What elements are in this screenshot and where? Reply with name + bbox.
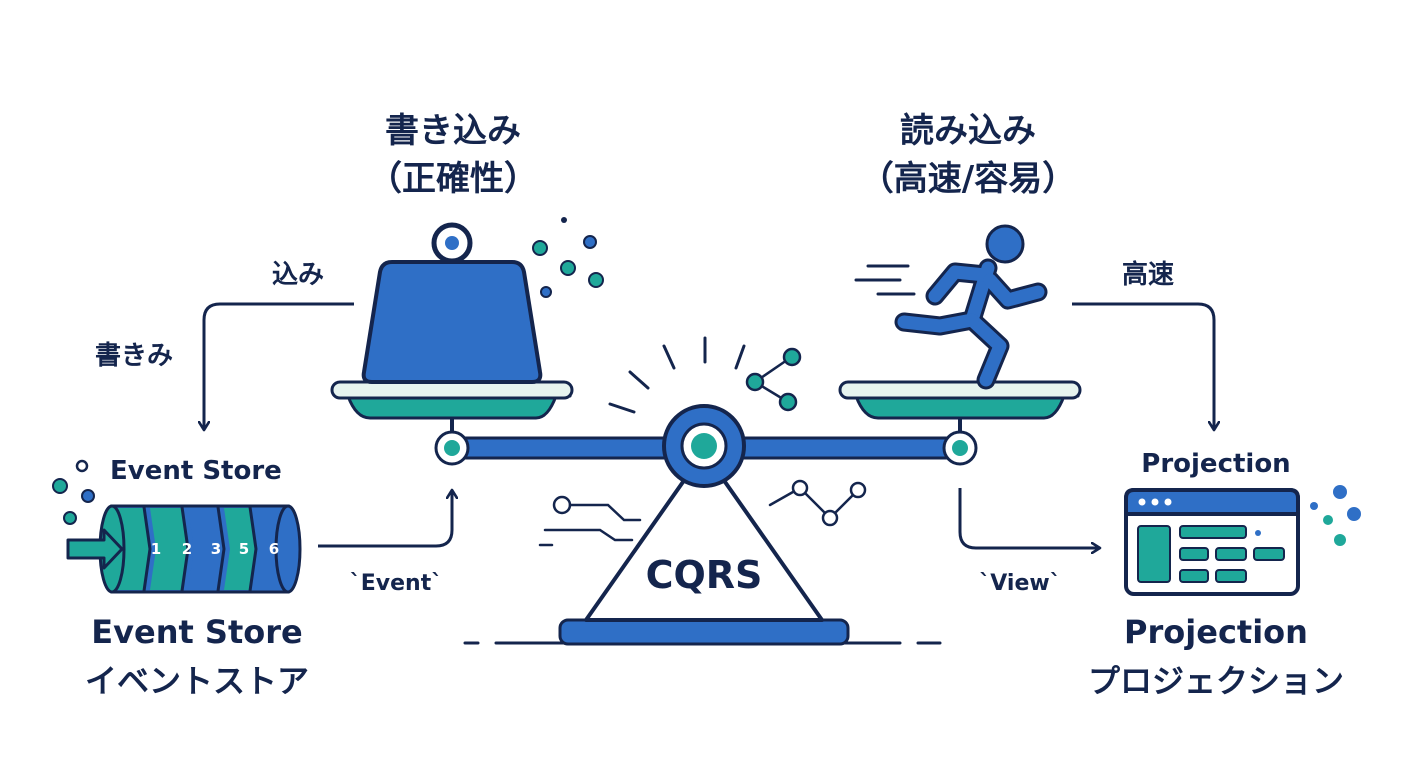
balance-burst-icon xyxy=(608,336,746,414)
event-store-dots xyxy=(52,459,95,525)
event-number-4: 5 xyxy=(239,540,249,558)
event-store-name-ja: イベントストア xyxy=(85,662,309,700)
speed-lines xyxy=(854,264,916,296)
event-store-heading: Event Store xyxy=(110,456,282,486)
runner-icon xyxy=(894,224,1048,390)
share-icon xyxy=(745,347,802,412)
write-label-top: 込み xyxy=(272,260,324,290)
beam-joint-left-core xyxy=(444,440,460,456)
write-subtitle: （正確性） xyxy=(368,159,538,199)
scale-stand xyxy=(584,450,824,622)
event-number-3: 3 xyxy=(211,540,221,558)
pivot-core xyxy=(691,433,717,459)
event-store-name-en: Event Store xyxy=(91,613,302,651)
sparkle-dots-left xyxy=(532,217,604,298)
event-number-5: 6 xyxy=(269,540,279,558)
read-title: 読み込み xyxy=(900,111,1036,151)
read-label-top: 高速 xyxy=(1122,259,1174,290)
event-flow-label: `Event` xyxy=(350,571,442,596)
event-number-1: 1 xyxy=(151,540,161,558)
weight-icon xyxy=(361,222,543,384)
event-store-input-arrow xyxy=(66,528,124,570)
read-pan-rim xyxy=(838,380,1082,400)
event-flow-arrow xyxy=(318,490,452,548)
write-pan-rim xyxy=(330,380,574,400)
event-store-cylinder xyxy=(98,504,302,594)
scale-base xyxy=(558,618,850,646)
write-title: 書き込み xyxy=(385,111,521,151)
cqrs-label: CQRS xyxy=(646,553,763,597)
view-flow-label: `View` xyxy=(979,571,1060,596)
projection-heading: Projection xyxy=(1141,449,1290,479)
view-flow-arrow xyxy=(958,488,1100,548)
projection-name-ja: プロジェクション xyxy=(1088,662,1344,700)
projection-dots xyxy=(1310,485,1361,546)
read-subtitle: （高速/容易） xyxy=(860,159,1076,199)
beam-joint-right-core xyxy=(952,440,968,456)
projection-window-icon xyxy=(1124,488,1300,596)
event-number-2: 2 xyxy=(182,540,192,558)
trend-chart-icon xyxy=(768,479,867,527)
circuit-lines-left xyxy=(538,495,642,547)
projection-name-en: Projection xyxy=(1124,613,1308,651)
write-label-side: 書きみ xyxy=(95,341,173,371)
write-to-store-arrow xyxy=(204,302,354,430)
read-to-projection-arrow xyxy=(1072,302,1214,430)
